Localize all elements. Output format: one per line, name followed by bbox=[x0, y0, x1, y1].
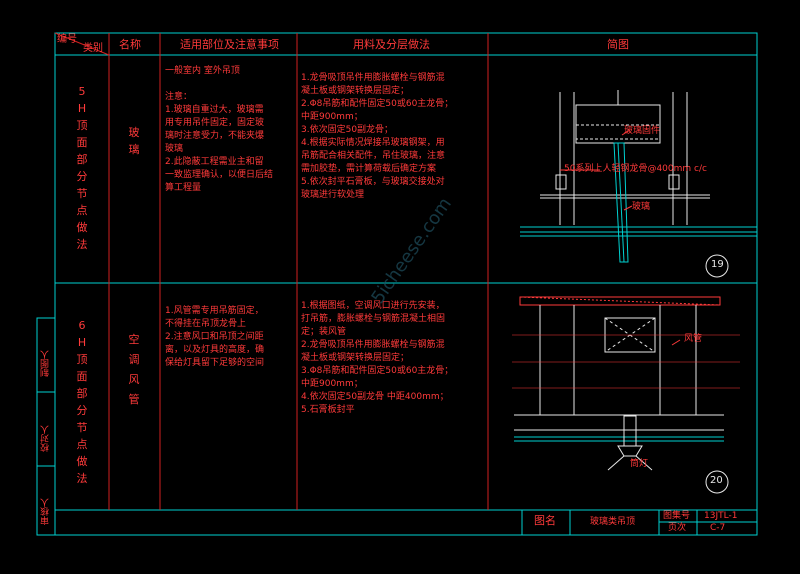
row-2-name: 空调风管 bbox=[128, 333, 140, 406]
row-2-method: 1.根据图纸，空调风口进行先安装， 打吊筋，膨胀螺栓与钢筋混凝土相固 定；装风管… bbox=[301, 301, 454, 415]
row-2-category: 6H顶面部分节点做法 bbox=[76, 319, 88, 485]
row-1-category: 5H顶面部分节点做法 bbox=[76, 85, 88, 251]
title-block-page-label: 页次 bbox=[668, 523, 687, 533]
title-block-page-value: C-7 bbox=[710, 523, 726, 533]
header-category-label: 类别 bbox=[83, 43, 103, 54]
diagram-20 bbox=[512, 296, 740, 494]
side-label-checker: 校对人 bbox=[41, 425, 51, 452]
row-1-name: 玻璃 bbox=[128, 126, 140, 156]
diagram-19 bbox=[520, 90, 757, 278]
row-2-label-downlight: 筒灯 bbox=[630, 459, 649, 469]
title-block-atlas-label: 图集号 bbox=[663, 511, 691, 521]
title-block-atlas-value: 13JTL-1 bbox=[704, 511, 738, 521]
row-1-label-keel: 50系列上人轻钢龙骨@400mm c/c bbox=[564, 164, 707, 174]
row-1-label-glass-fixture: 玻璃固件 bbox=[624, 126, 661, 136]
row-2-usage: 1.风管需专用吊筋固定， 不得挂在吊顶龙骨上 2.注意风口和吊顶之间距 离，以及… bbox=[165, 306, 265, 368]
header-name: 名称 bbox=[119, 38, 141, 51]
row-1-label-glass: 玻璃 bbox=[632, 202, 651, 212]
row-2-label-duct: 风管 bbox=[684, 334, 703, 344]
row-1-method: 1.龙骨吸顶吊件用膨胀螺栓与钢筋混 凝土板或钢架转换层固定； 2.Φ8吊筋和配件… bbox=[301, 73, 454, 200]
header-usage: 适用部位及注意事项 bbox=[180, 38, 279, 51]
header-diagram: 简图 bbox=[607, 38, 629, 51]
side-label-drafter: 制图人 bbox=[41, 350, 51, 377]
header-method: 用料及分层做法 bbox=[353, 38, 430, 51]
side-label-reviewer: 审核人 bbox=[41, 498, 51, 525]
header-number-label: 编号 bbox=[57, 34, 77, 45]
diagram-number-19: 19 bbox=[711, 259, 724, 270]
diagram-number-20: 20 bbox=[710, 475, 723, 486]
title-block-label: 图名 bbox=[534, 514, 556, 527]
row-1-usage: 一般室内 室外吊顶 注意： 1.玻璃自重过大，玻璃需 用专用吊件固定，固定玻 璃… bbox=[165, 66, 274, 193]
title-block-name: 玻璃类吊顶 bbox=[590, 517, 636, 527]
